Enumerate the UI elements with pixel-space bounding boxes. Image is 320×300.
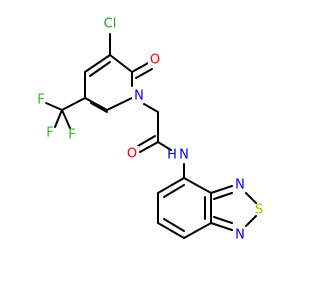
bond-n1-s — [245, 192, 257, 204]
bond-c2-o-1 — [131, 61, 151, 73]
bond-c3-c4-double — [89, 61, 111, 77]
atom-f2: F — [46, 126, 53, 141]
atom-s-thia: S — [255, 203, 263, 218]
benzene-ring — [157, 177, 212, 239]
bond-b6-b1 — [157, 177, 185, 194]
bond-n2-b3-double — [213, 216, 233, 224]
atom-n-thia-2: N — [235, 228, 245, 243]
bond-c2-o-2 — [135, 68, 153, 79]
bond-c5-c6 — [84, 97, 108, 111]
bond-camide-n — [157, 141, 172, 151]
atom-labels: Cl O N F F F O N H N S N — [37, 15, 263, 243]
atom-n-amide: N — [179, 148, 189, 163]
atom-h-amide: H — [167, 148, 177, 163]
bond-c5-cf3 — [61, 97, 86, 111]
bond-b4-b5-double — [163, 218, 185, 232]
bond-b6-b1-double — [163, 184, 185, 198]
thiadiazole-ring — [210, 185, 257, 231]
bond-n2-b3 — [210, 222, 233, 231]
bond-b2-n1 — [210, 185, 233, 194]
bond-b4-b5 — [157, 222, 185, 239]
bond-c3-c4 — [84, 54, 111, 73]
bond-c2-c3 — [109, 54, 133, 73]
pyridinone-ring — [84, 54, 133, 113]
bond-cf3-f3 — [61, 109, 71, 129]
bond-b1-b2 — [183, 177, 212, 194]
atom-f1: F — [37, 93, 44, 108]
bond-n1-ch2 — [143, 103, 159, 113]
bond-camide-o-1 — [139, 141, 159, 153]
atom-cl: Cl — [104, 17, 117, 32]
atom-n-thia-1: N — [235, 178, 245, 193]
bond-camide-o-2 — [137, 135, 156, 147]
bond-c6-n1 — [106, 97, 133, 111]
molecule-structure: Cl O N F F F O N H N S N — [37, 15, 263, 243]
bond-b3-b4 — [183, 222, 212, 239]
atom-o-amide: O — [127, 147, 137, 162]
bond-s-n2 — [245, 215, 257, 227]
bond-b2-n1-double — [213, 192, 233, 200]
bond-cf3-f2 — [54, 109, 63, 128]
atom-o-ring: O — [150, 53, 160, 68]
atom-n-ring: N — [134, 89, 144, 104]
bond-cf3-f1 — [45, 102, 63, 111]
atom-f3: F — [68, 128, 75, 143]
trifluoromethyl-group — [45, 97, 86, 129]
bond-c5-c6-double — [90, 102, 108, 113]
